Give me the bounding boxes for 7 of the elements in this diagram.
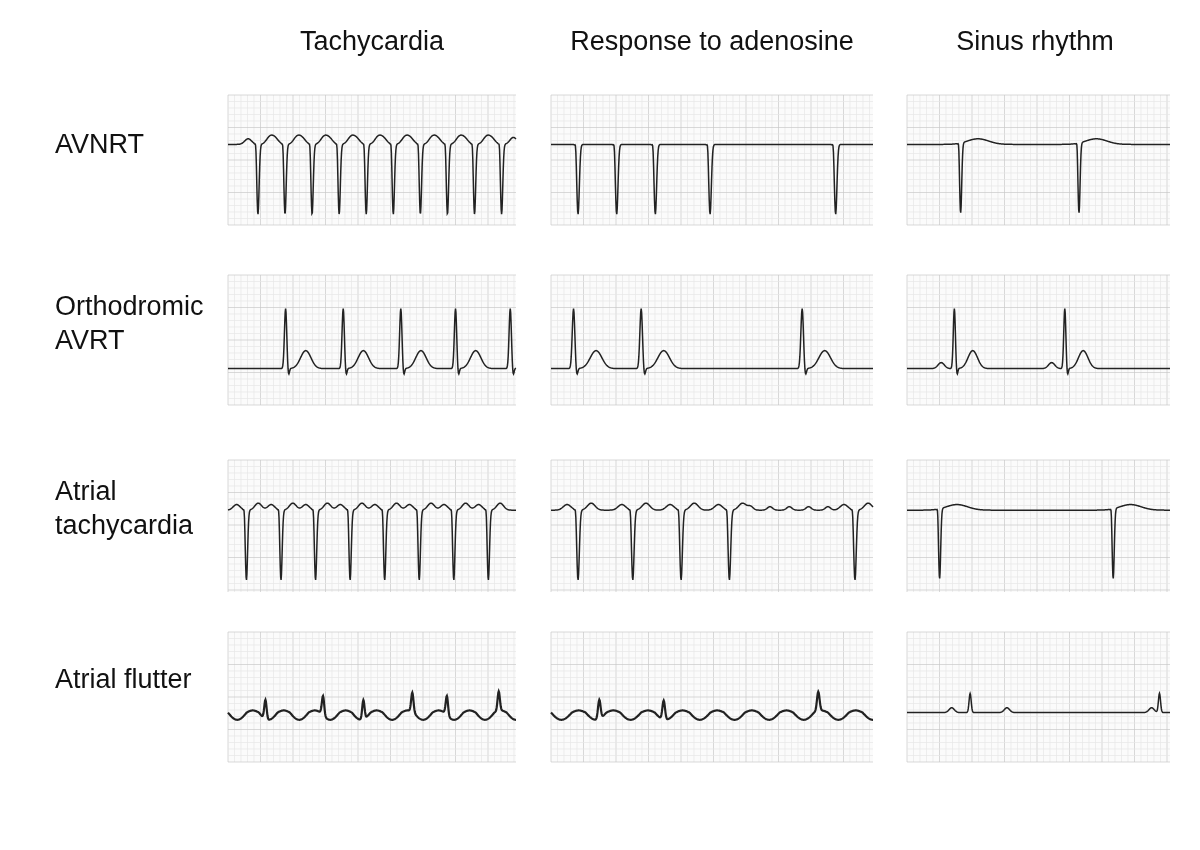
row-label: Atrial flutter (55, 663, 193, 696)
column-heading: Sinus rhythm (955, 25, 1115, 58)
column-heading: Response to adenosine (569, 25, 855, 58)
row-label: AVNRT (55, 128, 145, 161)
row-label: Orthodromic AVRT (55, 290, 205, 357)
row-label: Atrial tachycardia (55, 475, 195, 542)
column-heading: Tachycardia (298, 25, 446, 58)
